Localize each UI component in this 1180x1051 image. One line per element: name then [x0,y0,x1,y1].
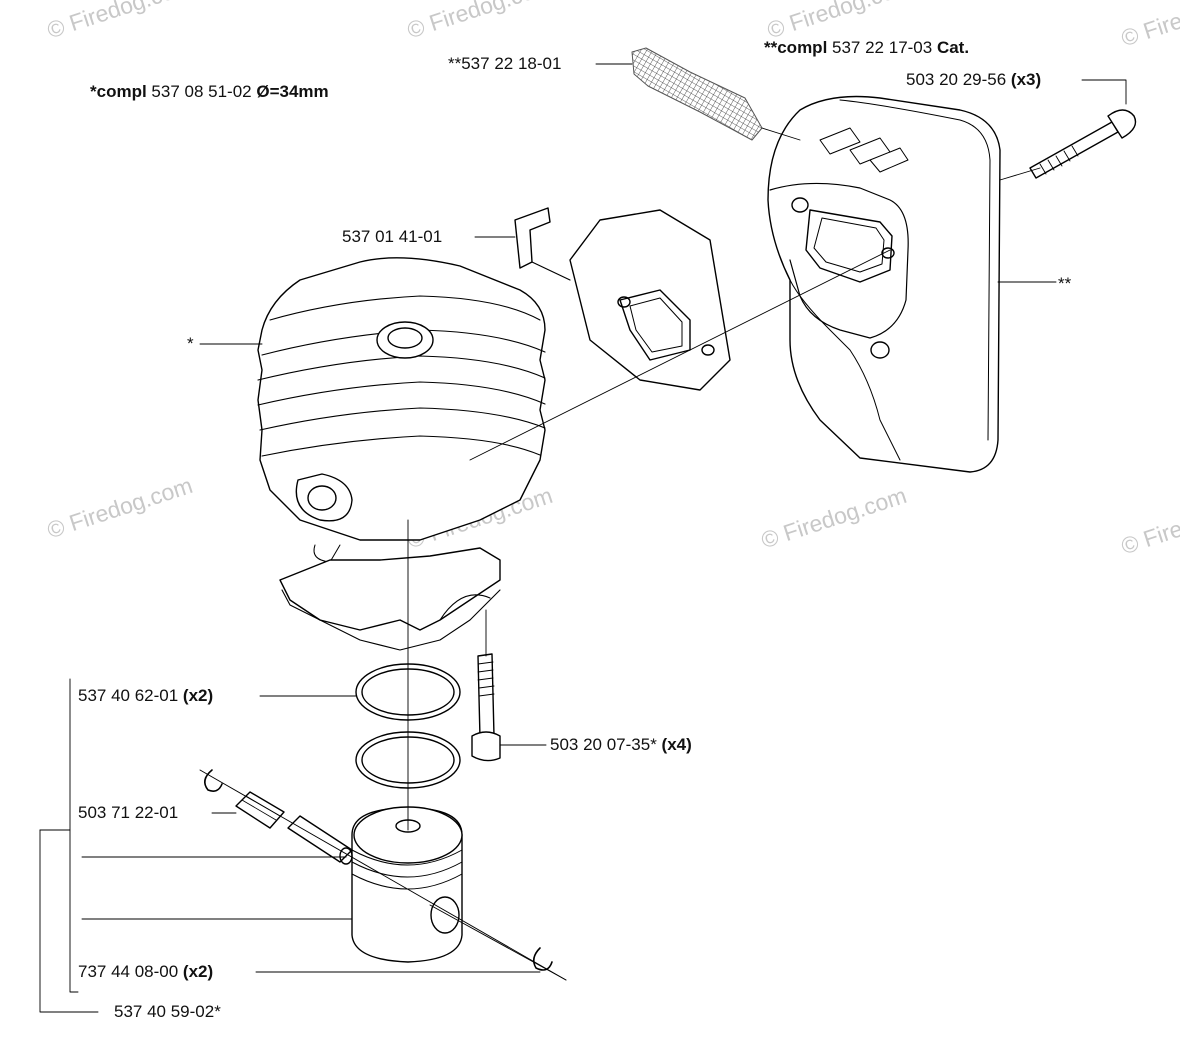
cylinder-kit-prefix: *compl [90,82,147,101]
muffler-marker: ** [1058,274,1072,293]
cylinder-kit-label: *compl 537 08 51-02 Ø=34mm [90,82,329,102]
muffler-kit-label: **compl 537 22 17-03 Cat. [764,38,969,58]
circlip-label: 737 44 08-00 (x2) [78,962,213,982]
circlip-upper [204,769,223,792]
piston-ring-qty: (x2) [182,686,214,705]
circlip-lower [532,947,553,971]
cylinder-screw-label: 503 20 07-35* (x4) [550,735,692,755]
cylinder-kit-spec: Ø=34mm [256,82,329,101]
piston [351,806,463,963]
muffler-bolt-qty: (x3) [1010,70,1042,89]
circlip-number: 737 44 08-00 [78,962,183,981]
cylinder-screw-qty: (x4) [661,735,692,754]
cylinder-kit-number: 537 08 51-02 [146,82,257,101]
muffler-bolt-number: 503 20 29-56 [906,70,1011,89]
gasket-label: 537 01 41-01 [342,227,443,246]
cylinder-screw-number: 503 20 07-35* [550,735,662,754]
muffler-kit-number: 537 22 17-03 [827,38,937,57]
needle-bearing-label: 503 71 22-01 [78,803,179,822]
assembly-lines [199,127,1041,981]
muffler-gasket [514,207,731,391]
muffler-bolt [1029,109,1137,179]
muffler-bolt-label: 503 20 29-56 (x3) [906,70,1041,90]
cylinder-marker: * [187,334,194,353]
muffler [767,95,1001,473]
cylinder-screw [471,653,501,762]
piston-kit-label: 537 40 59-02* [114,1002,221,1021]
cylinder [257,257,546,651]
needle-bearing [235,791,285,829]
circlip-qty: (x2) [182,962,214,981]
spark-arrestor-screen [631,47,763,141]
leader-lines [39,63,1127,1013]
piston-ring-label: 537 40 62-01 (x2) [78,686,213,706]
screen-label: **537 22 18-01 [448,54,562,73]
muffler-kit-prefix: **compl [764,38,828,57]
piston-ring-number: 537 40 62-01 [78,686,183,705]
muffler-kit-suffix: Cat. [936,38,970,57]
